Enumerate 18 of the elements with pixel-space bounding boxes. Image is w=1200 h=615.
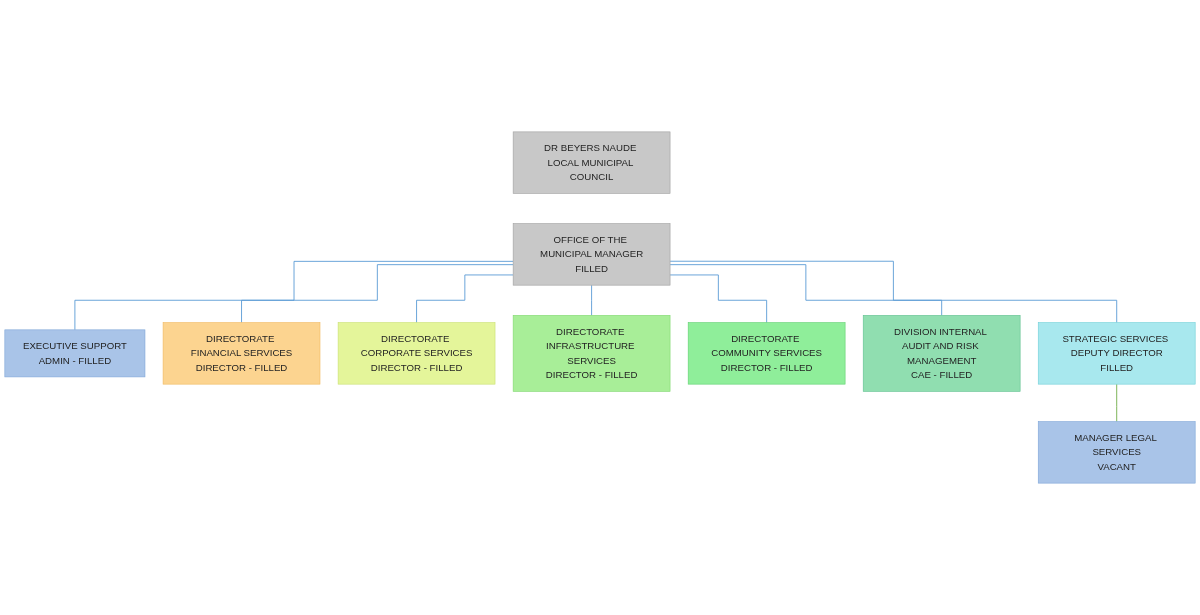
connector bbox=[1116, 383, 1118, 423]
connector bbox=[591, 284, 593, 316]
node-box: DIVISION INTERNAL AUDIT AND RISK MANAGEMENT CAE - FILLED bbox=[862, 315, 1021, 392]
connector bbox=[669, 274, 768, 324]
node-box: DR BEYERS NAUDE LOCAL MUNICIPAL COUNCIL bbox=[512, 131, 671, 194]
node-box: DIRECTORATE COMMUNITY SERVICES DIRECTOR - FILLED bbox=[687, 322, 846, 385]
connector bbox=[241, 264, 514, 324]
connector bbox=[74, 260, 514, 331]
node-box: EXECUTIVE SUPPORT ADMIN - FILLED bbox=[4, 329, 146, 378]
node-box: STRATEGIC SERVICES DEPUTY DIRECTOR FILLED bbox=[1037, 322, 1196, 385]
connector bbox=[416, 274, 514, 324]
node-box: OFFICE OF THE MUNICIPAL MANAGER FILLED bbox=[512, 223, 671, 286]
node-box: MANAGER LEGAL SERVICES VACANT bbox=[1037, 421, 1196, 484]
node-box: DIRECTORATE INFRASTRUCTURE SERVICES DIRECTOR - FILLED bbox=[512, 315, 671, 392]
node-box: DIRECTORATE CORPORATE SERVICES DIRECTOR - FILLED bbox=[337, 322, 496, 385]
node-box: DIRECTORATE FINANCIAL SERVICES DIRECTOR - FILLED bbox=[162, 322, 321, 385]
connector bbox=[669, 260, 1118, 324]
connector bbox=[669, 264, 943, 316]
